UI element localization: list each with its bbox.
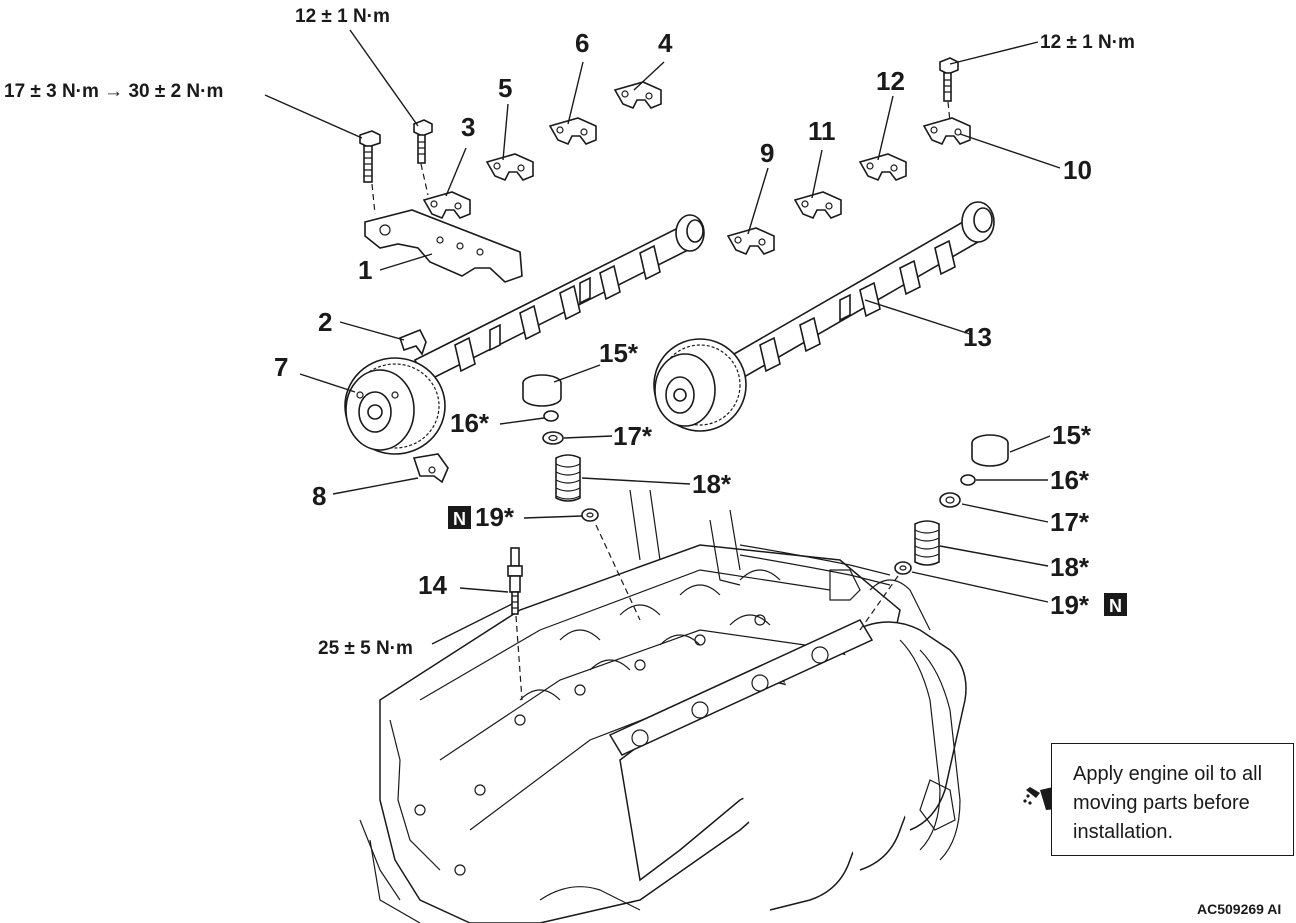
camshaft-sprocket-7 [344,357,446,455]
torque-label-bolt-front-cap: 17 ± 3 N·m → 30 ± 2 N·m [4,81,223,102]
label-part-13: 13 [963,322,992,352]
valve-spring-18-right [914,520,940,566]
label-part-6: 6 [575,28,589,58]
svg-text:N: N [453,509,466,529]
new-part-mark-left [448,506,471,529]
bearing-cap-5 [485,153,534,182]
camshaft-sprocket-right [653,338,747,432]
spring-seat-17-left [542,431,564,445]
bearing-cap-12 [858,153,907,182]
label-part-2: 2 [318,307,332,337]
label-part-15-right: 15* [1052,420,1092,450]
seal-8 [412,453,449,484]
tappet-15-right [971,434,1009,467]
front-bearing-cap-1 [364,209,523,283]
bearing-cap-3 [422,191,471,220]
label-part-9: 9 [760,138,774,168]
tappet-15-left [522,374,562,407]
label-part-7: 7 [274,352,288,382]
label-part-17-left: 17* [613,421,653,451]
label-part-10: 10 [1063,155,1092,185]
label-part-16-right: 16* [1050,465,1090,495]
label-part-3: 3 [461,112,475,142]
leader-lines [264,29,1061,645]
bearing-cap-9 [726,227,775,256]
note-box [1051,743,1294,856]
svg-text:N: N [1109,596,1122,616]
label-part-19-right: 19* [1050,590,1090,620]
label-part-16-left: 16* [450,408,490,438]
label-part-14: 14 [418,570,447,600]
figure-id: AC509269 AI [1197,901,1281,917]
spark-plug-14 [507,547,523,615]
bolt-front-cap [359,130,381,183]
label-part-17-right: 17* [1050,507,1090,537]
engine-cylinder-head [359,489,967,923]
torque-label-bolt-cap-10: 12 ± 1 N·m [1040,32,1135,53]
label-part-18-left: 18* [692,469,732,499]
bearing-cap-6 [548,117,597,146]
label-part-8: 8 [312,481,326,511]
torque-label-spark-plug: 25 ± 5 N·m [318,638,413,659]
bolt-cap-3 [413,119,433,164]
label-part-15-left: 15* [599,338,639,368]
retainer-16-right [960,474,976,486]
bearing-cap-10 [922,117,971,146]
bearing-cap-11 [793,191,842,220]
label-part-18-right: 18* [1050,552,1090,582]
retainer-16-left [543,410,559,422]
label-part-5: 5 [498,73,512,103]
valve-seal-19-right [894,561,912,575]
label-part-1: 1 [358,255,372,285]
note-text: Apply engine oil to all moving parts bef… [1073,763,1263,843]
label-part-4: 4 [658,28,673,58]
label-part-19-left: 19* [475,502,515,532]
spring-seat-17-right [939,492,961,508]
valve-seal-19-left [581,508,599,522]
bolt-cap-10 [939,57,959,102]
label-part-12: 12 [876,66,905,96]
bearing-cap-4 [613,81,662,110]
label-part-11: 11 [808,116,836,146]
exhaust-camshaft [413,214,705,384]
new-part-mark-right [1104,593,1127,616]
torque-label-bolt-cap-3: 12 ± 1 N·m [295,6,390,27]
seal-2 [399,328,427,356]
valve-spring-18-left [555,454,581,502]
